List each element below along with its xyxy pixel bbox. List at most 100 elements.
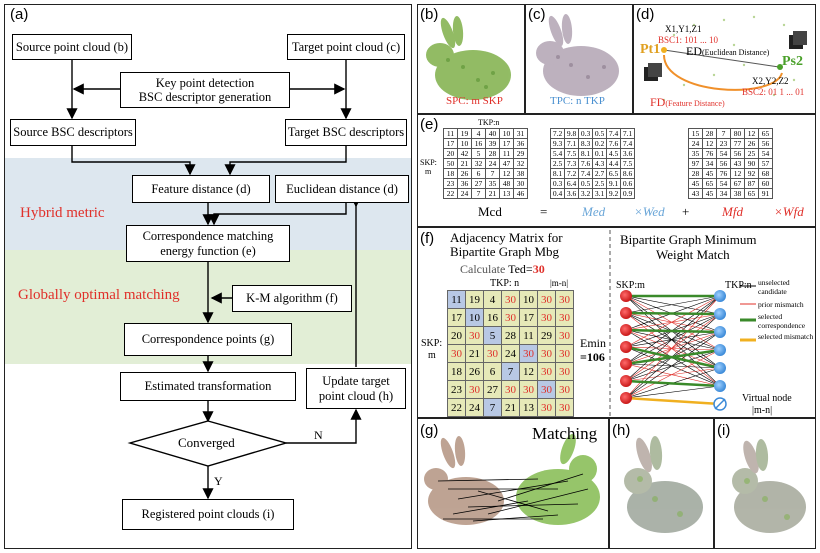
panel-a-label: (a) xyxy=(10,6,29,23)
source-node xyxy=(620,375,632,387)
panel-c-label: (c) xyxy=(528,6,546,23)
registered-clouds-box: Registered point clouds (i) xyxy=(122,499,294,530)
virtual-node-1: Virtual node xyxy=(742,393,792,404)
matrix-cell: 68 xyxy=(758,168,773,179)
adjacency-cell: 30 xyxy=(555,308,574,327)
source-node xyxy=(620,290,632,302)
adjacency-cell: 30 xyxy=(465,380,484,399)
target-node xyxy=(714,344,726,356)
adjacency-cell: 30 xyxy=(555,290,574,309)
matrix-cell: 15 xyxy=(688,128,703,139)
adjacency-cell: 7 xyxy=(501,362,520,381)
matrix-cell: 32 xyxy=(471,158,486,169)
matrix-cell: 28 xyxy=(702,128,717,139)
flowchart-arrows xyxy=(66,60,362,500)
adjacency-cell: 6 xyxy=(483,362,502,381)
panel-i-label: (i) xyxy=(717,422,731,439)
source-node xyxy=(620,324,632,336)
pt1-point xyxy=(661,47,667,53)
pt1-label: Pt1 xyxy=(640,42,661,57)
matrix-cell: 0.9 xyxy=(620,188,635,199)
target-node xyxy=(714,380,726,392)
matrix-cell: 87 xyxy=(744,178,759,189)
matrix-cell: 0.6 xyxy=(620,178,635,189)
legend-prior: prior mismatch xyxy=(758,300,804,309)
med-label: Med xyxy=(582,204,606,219)
mcd-label: Mcd xyxy=(478,204,502,219)
adjacency-cell: 30 xyxy=(501,308,520,327)
matrix-cell: 8.3 xyxy=(578,138,593,149)
matrix-cell: 35 xyxy=(688,148,703,159)
matrix-cell: 19 xyxy=(457,128,472,139)
bipartite-legend xyxy=(740,285,756,342)
matrix-cell: 54 xyxy=(716,178,731,189)
matrix-cell: 77 xyxy=(730,138,745,149)
matrix-cell: 8.1 xyxy=(578,148,593,159)
adj-skp-m: m xyxy=(428,350,436,361)
matrix-cell: 22 xyxy=(443,188,458,199)
matrix-cell: 45 xyxy=(702,188,717,199)
matrix-cell: 56 xyxy=(730,148,745,159)
matrix-cell: 56 xyxy=(716,158,731,169)
matrix-cell: 32 xyxy=(513,158,528,169)
candidate-edge xyxy=(625,349,721,382)
adjacency-cell: 30 xyxy=(537,290,556,309)
matrix-cell: 76 xyxy=(716,168,731,179)
matrix-cell: 36 xyxy=(513,138,528,149)
matrix-cell: 7 xyxy=(471,188,486,199)
matrix-cell: 27 xyxy=(471,178,486,189)
selected-correspondence-edge xyxy=(625,379,721,388)
matrix-cell: 34 xyxy=(702,158,717,169)
matrix-cell: 40 xyxy=(485,128,500,139)
candidate-edge xyxy=(625,363,721,387)
candidate-edge xyxy=(625,329,721,351)
matrix-cell: 12 xyxy=(499,168,514,179)
adjacency-cell: 16 xyxy=(483,308,502,327)
matrix-cell: 43 xyxy=(688,188,703,199)
candidate-edge xyxy=(625,295,721,387)
matrix-cell: 54 xyxy=(716,148,731,159)
source-node xyxy=(620,392,632,404)
ted-value: 30 xyxy=(532,262,545,276)
panel-c xyxy=(525,4,633,114)
matrix-cell: 4 xyxy=(471,128,486,139)
panel-e-label: (e) xyxy=(420,116,439,133)
fd-curve xyxy=(663,54,783,91)
p1-coords: X1,Y1,Z1 xyxy=(665,24,702,34)
matrix-cell: 50 xyxy=(443,158,458,169)
panel-d-label: (d) xyxy=(636,6,655,23)
plus-sign: + xyxy=(682,204,690,219)
matrix-cell: 13 xyxy=(499,188,514,199)
matrix-cell: 8.6 xyxy=(620,168,635,179)
matrix-cell: 31 xyxy=(513,128,528,139)
matrix-cell: 76 xyxy=(702,148,717,159)
matrix-cell: 46 xyxy=(513,188,528,199)
matrix-cell: 29 xyxy=(513,148,528,159)
matrix-cell: 7.6 xyxy=(606,138,621,149)
adjacency-cell: 30 xyxy=(537,362,556,381)
candidate-edge xyxy=(625,312,721,387)
matrix-cell: 7.4 xyxy=(620,138,635,149)
candidate-edge xyxy=(625,385,721,399)
matrix-cell: 57 xyxy=(758,158,773,169)
adjacency-cell: 30 xyxy=(537,344,556,363)
matrix-cell: 12 xyxy=(730,168,745,179)
emin-value: =106 xyxy=(580,350,605,364)
matrix-cell: 3.1 xyxy=(592,188,607,199)
adjacency-cell: 12 xyxy=(519,362,538,381)
matrix-cell: 6 xyxy=(471,168,486,179)
matrix-cell: 7 xyxy=(716,128,731,139)
feature-distance-box: Feature distance (d) xyxy=(132,175,270,203)
matrix-cell: 0.3 xyxy=(578,128,593,139)
adjacency-cell: 30 xyxy=(537,380,556,399)
candidate-edge xyxy=(625,331,721,399)
candidate-edge xyxy=(625,295,721,314)
